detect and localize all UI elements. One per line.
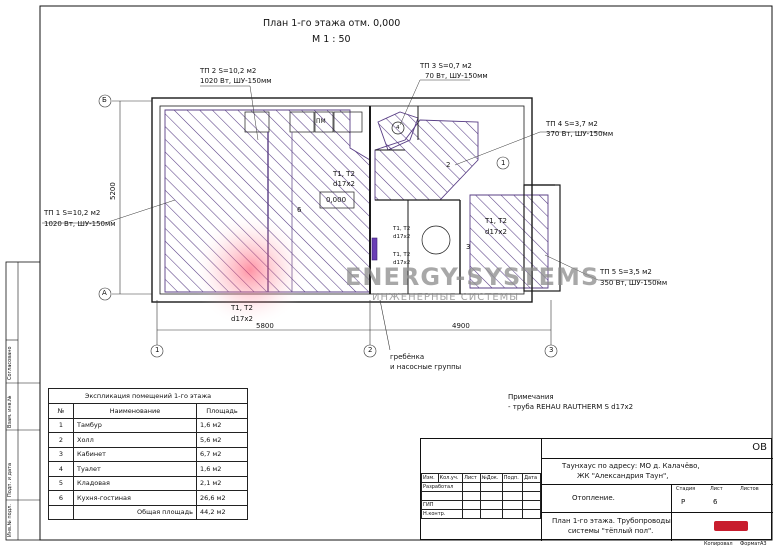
doc-code: ОВ [752, 442, 767, 453]
sheets-label: Листов [740, 486, 759, 492]
sheet-value: 6 [713, 498, 718, 506]
tp2-label-2: 1020 Вт, ШУ-150мм [200, 77, 272, 85]
side-stamp-inv: Взам. инв.№ [7, 395, 13, 428]
room-2-marker: 2 [446, 161, 451, 169]
note-title: Примечания [508, 393, 554, 401]
walls [151, 97, 561, 303]
manifold-label-1: гребёнка [390, 353, 425, 361]
axis-a-label: А [102, 289, 107, 297]
stage-label: Стадия [676, 486, 696, 492]
total-label: Общая площадь [73, 504, 197, 520]
object-line-2: ЖК "Александрия Таун", [577, 472, 669, 480]
pipe-bottom-2: d17x2 [231, 315, 253, 323]
header-area: Площадь [196, 403, 248, 419]
object-cell: Таунхаус по адресу: МО д. Калачёво, ЖК "… [541, 459, 773, 485]
room-1-marker: 1 [501, 159, 506, 167]
room-3-marker: 3 [466, 243, 471, 251]
tp4-label-2: 370 Вт, ШУ-150мм [546, 130, 614, 138]
section-cell: Отопление. [541, 485, 671, 513]
explication-table: Экспликация помещений 1-го этажа № Наиме… [48, 388, 248, 520]
axis-1-label: 1 [155, 346, 160, 354]
sheet-title-cell: План 1-го этажа. Трубопроводы системы "т… [541, 513, 671, 541]
side-stamp [5, 261, 41, 541]
copied-label: Копировал [704, 541, 733, 547]
tp3-label-1: ТП 3 S=0,7 м2 [420, 62, 472, 70]
stage-cell: Стадия Лист Листов Р 6 [671, 485, 773, 513]
pipe-main-1: Т1, Т2 [333, 170, 355, 178]
tp5-label-2: 350 Вт, ШУ-150мм [600, 279, 668, 287]
manifold-label-2: и насосные группы [390, 363, 462, 371]
room-4-marker: 4 [396, 125, 400, 131]
axis-b-label: Б [102, 96, 107, 104]
drawing-scale: М 1 : 50 [312, 34, 351, 45]
sheet-title-2: системы "тёплый пол". [568, 527, 654, 535]
dim-right: 4900 [452, 322, 470, 330]
company-logo [714, 521, 748, 531]
side-stamp-orig: Инв.№ подл. [7, 504, 13, 537]
watermark-main: ENERGY-SYSTEMS [345, 263, 600, 291]
tp1-label-1: ТП 1 S=10,2 м2 [44, 209, 101, 217]
leaders [42, 79, 660, 281]
header-name: Наименование [73, 403, 197, 419]
format-value: А3 [760, 541, 767, 547]
total-value: 44,2 м2 [196, 504, 248, 520]
explication-caption: Экспликация помещений 1-го этажа [48, 388, 248, 404]
tp5-label-1: ТП 5 S=3,5 м2 [600, 268, 652, 276]
pipe-bottom-1: Т1, Т2 [231, 304, 253, 312]
pm-label: ПМ [316, 118, 326, 125]
axis-2-label: 2 [368, 346, 373, 354]
logo-cell [671, 513, 773, 541]
side-stamp-agreed: Согласовано [7, 346, 13, 380]
pipe-right-1: Т1, Т2 [485, 217, 507, 225]
object-line-1: Таунхаус по адресу: МО д. Калачёво, [562, 462, 700, 470]
level-mark: 0,000 [326, 196, 347, 204]
format-label: Формат [740, 541, 761, 547]
axes [98, 94, 558, 358]
tp2-label-1: ТП 2 S=10,2 м2 [200, 67, 257, 75]
title-block: ОВ Таунхаус по адресу: МО д. Калачёво, Ж… [420, 438, 773, 541]
watermark-glow [192, 212, 308, 328]
watermark-sub: ИНЖЕНЕРНЫЕ СИСТЕМЫ [372, 292, 520, 303]
room-6-marker: 6 [297, 206, 302, 214]
tp4-label-1: ТП 4 S=3,7 м2 [546, 120, 598, 128]
sheet-label: Лист [710, 486, 723, 492]
stage-value: Р [681, 498, 686, 506]
pipe-right-2: d17x2 [485, 228, 507, 236]
tp1-label-2: 1020 Вт, ШУ-150мм [44, 220, 116, 228]
code-cell: ОВ [541, 439, 773, 459]
pipe-mid2-2: d17x2 [393, 260, 411, 266]
pipe-mid1-1: Т1, Т2 [393, 226, 411, 232]
header-no: № [48, 403, 74, 419]
axis-3-label: 3 [549, 346, 554, 354]
pipe-main-2: d17x2 [333, 180, 355, 188]
sheet-title-1: План 1-го этажа. Трубопроводы [552, 517, 671, 525]
side-stamp-sign: Подп. и дата [7, 462, 13, 497]
pipe-mid1-2: d17x2 [393, 234, 411, 240]
drawing-title: План 1-го этажа отм. 0,000 [263, 18, 401, 29]
section-name: Отопление. [572, 494, 615, 502]
dim-vertical: 5200 [109, 182, 117, 200]
dim-left: 5800 [256, 322, 274, 330]
tp3-label-2: 70 Вт, ШУ-150мм [425, 72, 488, 80]
pipe-mid2-1: Т1, Т2 [393, 252, 411, 258]
note-text: - труба REHAU RAUTHERM S d17x2 [508, 403, 634, 411]
